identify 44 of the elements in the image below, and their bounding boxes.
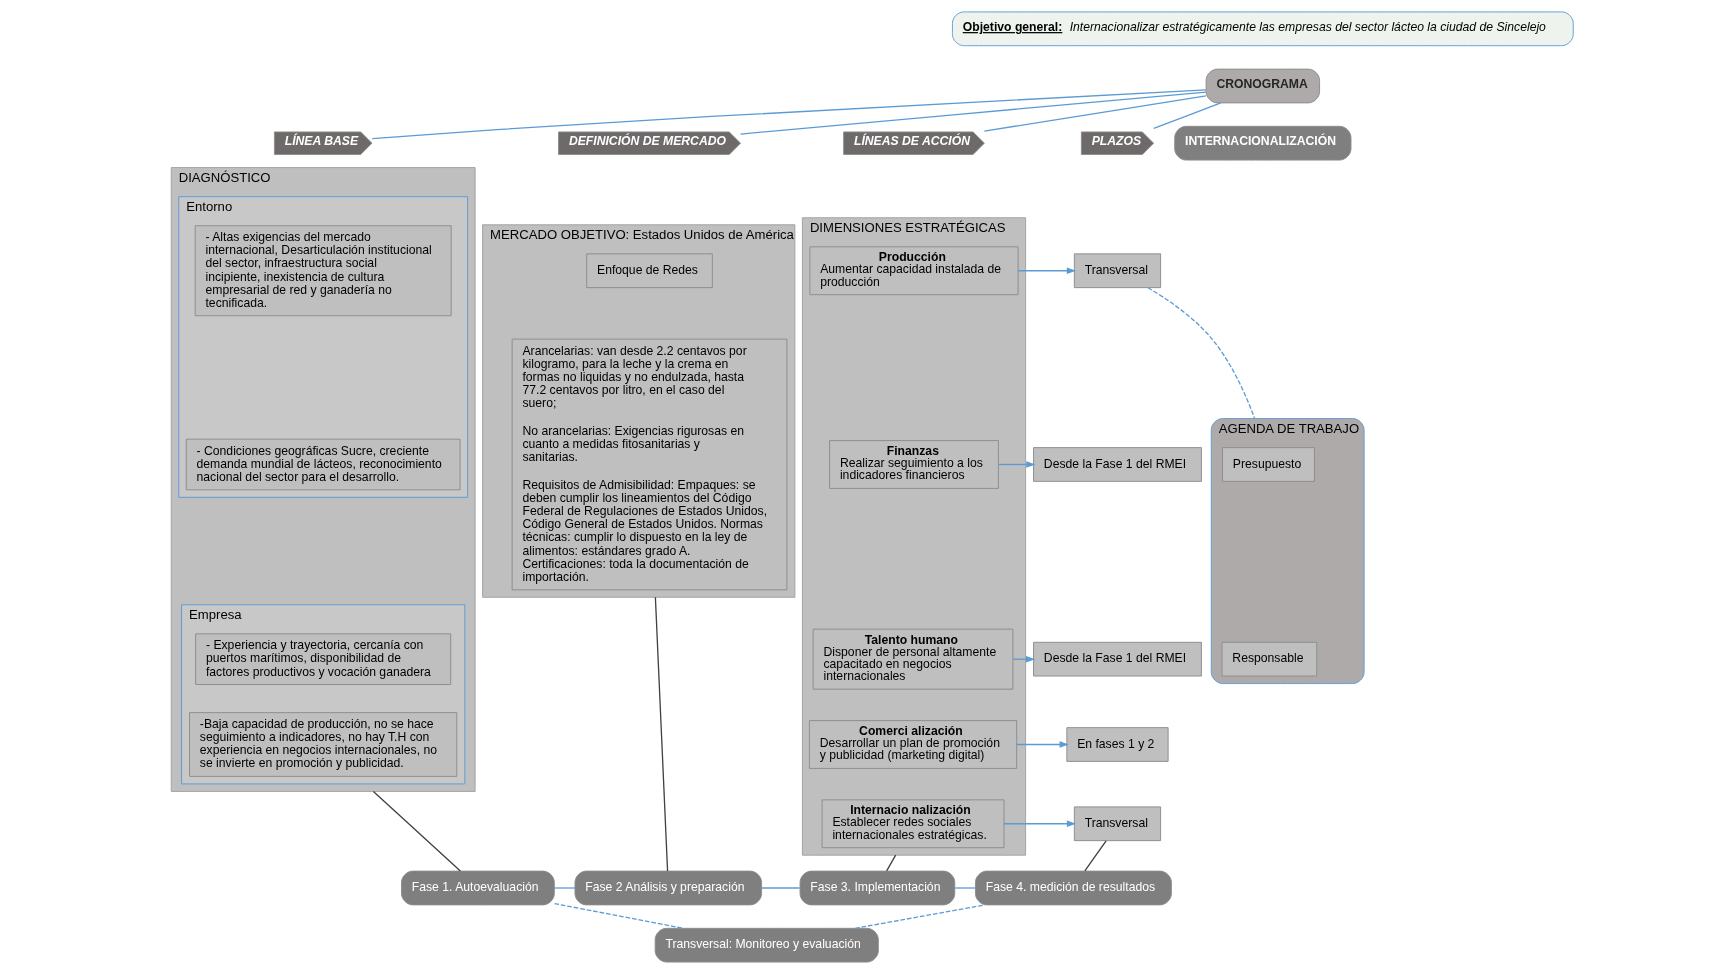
node-box: Transversal: [1073, 253, 1161, 289]
arrow: [1002, 820, 1076, 827]
node-box: - Condiciones geográficas Sucre, creciente demanda mundial de lácteos, reconocimiento nacional del sector para el desarrollo.: [185, 438, 461, 491]
connector: [553, 902, 684, 929]
node-box: Internacio nalización Establecer redes sociales internacionales estratégicas.: [821, 799, 1004, 849]
node-box: - Altas exigencias del mercado internacional, Desarticulación institucional del sector, infraestructura social incipiente, inexistencia de cultura empresarial de red y ganadería no tecnificada.: [194, 225, 452, 317]
node-box: Desde la Fase 1 del RMEI: [1032, 641, 1202, 677]
arrow: [1015, 741, 1069, 748]
node-box: - Experiencia y trayectoria, cercanía con puertos marítimos, disponibilidad de factores productivos y vocación ganadera: [194, 633, 451, 685]
node-box: Transversal: Monitoreo y evaluación: [654, 927, 879, 963]
node-box: Presupuesto: [1221, 447, 1315, 482]
arrow: [1016, 267, 1076, 274]
node-box: Finanzas Realizar seguimiento a los indicadores financieros: [828, 440, 999, 489]
connector: [983, 95, 1207, 132]
connector: [760, 887, 800, 889]
connector: [1083, 840, 1107, 872]
node-box: Fase 2 Análisis y preparación: [574, 870, 762, 906]
node-box: -Baja capacidad de producción, no se hace seguimiento a indicadores, no hay T.H con experiencia en negocios internacionales, no se invierte en promoción y publicidad.: [188, 712, 457, 777]
node-box: Fase 3. Implementación: [799, 870, 955, 906]
connector: [854, 904, 985, 929]
node-box: Responsable: [1221, 641, 1317, 677]
connector: [553, 887, 576, 889]
connector: [739, 91, 1207, 135]
node-box: Fase 1. Autoevaluación: [400, 870, 555, 906]
connector: [1152, 102, 1221, 130]
connector: [372, 790, 461, 872]
node-box: Fase 4. medición de resultados: [974, 870, 1172, 906]
connector: [1146, 287, 1255, 420]
node-box: Enfoque de Redes: [585, 253, 713, 289]
node-box: En fases 1 y 2: [1065, 727, 1169, 762]
connector: [953, 887, 976, 889]
arrow: [997, 461, 1035, 468]
node-box: Producción Aumentar capacidad instalada de producción: [808, 246, 1019, 296]
connector: [654, 596, 668, 872]
connector: [885, 854, 896, 872]
node-box: Arancelarias: van desde 2.2 centavos por kilogramo, para la leche y la crema en formas no liquidas y no endulzada, hasta 77.2 centavos por litro, en el caso del suero; No arancelarias: Exigencias rigurosas en cuanto a medidas fitosanitarias y sanitarias. Requisitos de Admisibilidad: Empaques: se deben cumplir los lineamientos del Código Federal de Regulaciones de Estados Unidos, Código General de Estados Unidos. Normas técnicas: cumplir lo dispuesto en la ley de alimentos: estándares grado A. Certificaciones: toda la documentación de importación.: [511, 338, 787, 591]
node-box: Transversal: [1073, 806, 1161, 842]
connector: [371, 89, 1206, 140]
node-box: Desde la Fase 1 del RMEI: [1032, 447, 1202, 482]
node-box: Objetivo general: Internacionalizar estratégicamente las empresas del sector lácteo la ciudad de Sincelejo: [951, 11, 1574, 47]
node-box: INTERNACIONALIZACIÓN: [1173, 125, 1351, 161]
node-box: Comerci alización Desarrollar un plan de promoción y publicidad (marketing digital): [808, 720, 1017, 769]
node-box: Talento humano Disponer de personal altamente capacitado en negocios internacionales: [812, 628, 1013, 690]
node-box: CRONOGRAMA: [1205, 68, 1320, 104]
